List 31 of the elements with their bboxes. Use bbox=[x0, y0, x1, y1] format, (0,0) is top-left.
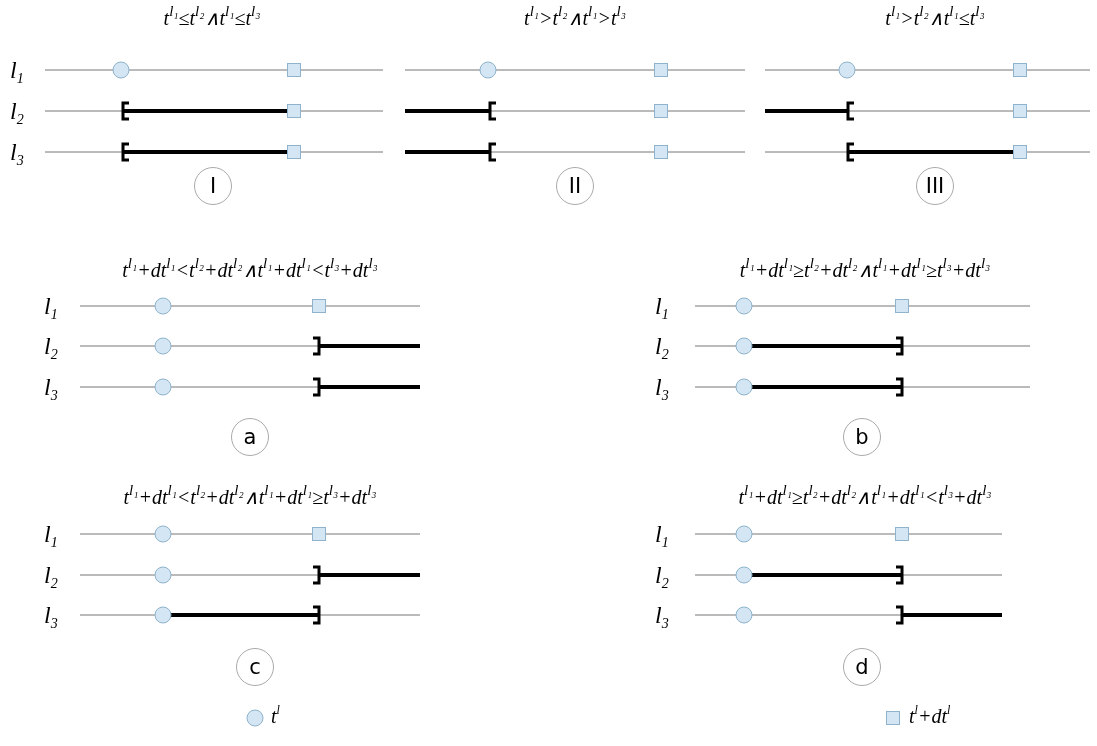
line-label: l$_{3}$ bbox=[44, 374, 58, 400]
circled-label: III bbox=[916, 167, 954, 205]
line-label: l$_{2}$ bbox=[655, 562, 669, 588]
circled-label: I bbox=[194, 167, 232, 205]
circled-label: c bbox=[236, 648, 274, 686]
condition-formula: t$^{l₁}$+dt$^{l₁}$≥t$^{l₂}$+dt$^{l₂}$∧t$^{l₁}$+dt$^{l₁}$<t$^{l₃}$+dt$^{l₃}$ bbox=[738, 485, 992, 509]
line-label: l$_{1}$ bbox=[655, 293, 669, 319]
line-label: l$_{1}$ bbox=[44, 293, 58, 319]
circled-label: II bbox=[556, 167, 594, 205]
line-label: l$_{2}$ bbox=[44, 562, 58, 588]
condition-formula: t$^{l₁}$+dt$^{l₁}$<t$^{l₂}$+dt$^{l₂}$∧t$^{l₁}$+dt$^{l₁}$≥t$^{l₃}$+dt$^{l₃}$ bbox=[123, 485, 377, 509]
legend-label: t$^{l}$+dt$^{l}$ bbox=[909, 704, 951, 728]
condition-formula: t$^{l₁}$+dt$^{l₁}$≥t$^{l₂}$+dt$^{l₂}$∧t$^{l₁}$+dt$^{l₁}$≥t$^{l₃}$+dt$^{l₃}$ bbox=[739, 258, 991, 282]
line-label: l$_{1}$ bbox=[655, 521, 669, 547]
condition-formula: t$^{l₁}$≤t$^{l₂}$∧t$^{l₁}$≤t$^{l₃}$ bbox=[163, 6, 261, 30]
line-label: l$_{2}$ bbox=[10, 98, 24, 124]
condition-formula: t$^{l₁}$>t$^{l₂}$∧t$^{l₁}$≤t$^{l₃}$ bbox=[885, 6, 985, 30]
line-label: l$_{1}$ bbox=[44, 521, 58, 547]
line-label: l$_{1}$ bbox=[10, 57, 24, 83]
legend-label: t$^{l}$ bbox=[271, 704, 280, 728]
line-label: l$_{3}$ bbox=[10, 139, 24, 165]
line-label: l$_{3}$ bbox=[655, 374, 669, 400]
circled-label: a bbox=[231, 418, 269, 456]
line-label: l$_{3}$ bbox=[44, 602, 58, 628]
circled-label: d bbox=[843, 648, 881, 686]
line-label: l$_{2}$ bbox=[44, 333, 58, 359]
line-label: l$_{3}$ bbox=[655, 602, 669, 628]
circled-label: b bbox=[843, 418, 881, 456]
line-label: l$_{2}$ bbox=[655, 333, 669, 359]
condition-formula: t$^{l₁}$>t$^{l₂}$∧t$^{l₁}$>t$^{l₃}$ bbox=[524, 6, 626, 30]
condition-formula: t$^{l₁}$+dt$^{l₁}$<t$^{l₂}$+dt$^{l₂}$∧t$^{l₁}$+dt$^{l₁}$<t$^{l₃}$+dt$^{l₃}$ bbox=[122, 258, 378, 282]
